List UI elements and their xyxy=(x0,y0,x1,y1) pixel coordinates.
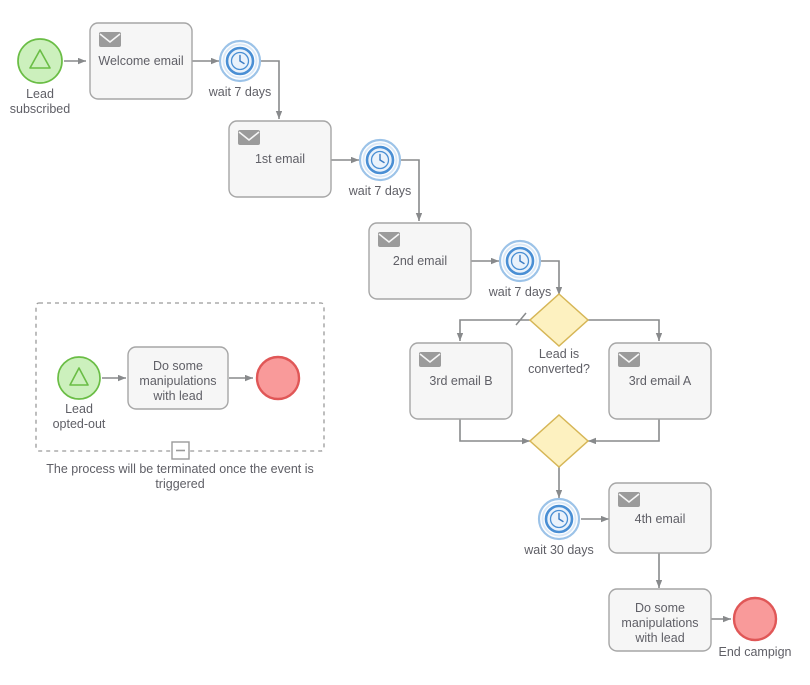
gateway-diamond xyxy=(528,292,590,348)
gateway-diamond xyxy=(528,413,590,469)
task-label: 3rd email B xyxy=(429,374,492,388)
event-subprocess[interactable]: Lead opted-out Do some manipulations wit… xyxy=(35,302,325,491)
minus-marker-icon[interactable] xyxy=(171,441,190,460)
task-do-some-manipulations-main[interactable]: Do some manipulations with lead xyxy=(608,588,712,652)
start-event-lead-subscribed[interactable]: Lead subscribed xyxy=(10,38,70,116)
flow-timer2-to-email2 xyxy=(401,159,423,221)
gateway-merge[interactable] xyxy=(528,413,590,469)
flow-email3a-to-merge xyxy=(588,419,660,445)
task-box xyxy=(127,346,229,410)
clock-icon xyxy=(370,150,390,170)
end-event-label: End campign xyxy=(719,645,792,659)
flow-gateway-to-email3a xyxy=(588,319,663,341)
flow-timer3-to-gateway xyxy=(541,260,563,295)
subprocess-start-event-lead-opted-out[interactable]: Lead opted-out xyxy=(53,356,106,431)
task-welcome-email[interactable]: Welcome email xyxy=(89,22,193,100)
timer-label: wait 7 days xyxy=(348,184,412,198)
clock-icon xyxy=(510,251,530,271)
subprocess-end-event[interactable] xyxy=(255,355,301,401)
task-3rd-email-a[interactable]: 3rd email A xyxy=(608,342,712,420)
subprocess-start-label-line1: Lead xyxy=(65,402,93,416)
timer-event-wait-7-days-2[interactable]: wait 7 days xyxy=(348,138,412,198)
subprocess-start-label-line2: opted-out xyxy=(53,417,106,431)
timer-label: wait 7 days xyxy=(488,285,552,299)
timer-label: wait 7 days xyxy=(208,85,272,99)
task-label-line1: Do some xyxy=(153,359,203,373)
flow-timer1-to-email1 xyxy=(261,60,283,119)
subprocess-task-do-some-manipulations[interactable]: Do some manipulations with lead xyxy=(127,346,229,410)
envelope-icon xyxy=(378,232,400,247)
subprocess-caption-line1: The process will be terminated once the … xyxy=(46,462,314,476)
subprocess-caption-line2: triggered xyxy=(155,477,204,491)
timer-event-wait-7-days-1[interactable]: wait 7 days xyxy=(208,39,272,99)
task-label-line3: with lead xyxy=(634,631,684,645)
gateway-label-line1: Lead is xyxy=(539,347,579,361)
task-label-line2: manipulations xyxy=(139,374,216,388)
task-label: 1st email xyxy=(255,152,305,166)
envelope-icon xyxy=(419,352,441,367)
timer-label: wait 30 days xyxy=(523,543,593,557)
task-label: Welcome email xyxy=(98,54,183,68)
clock-icon xyxy=(230,51,250,71)
flow-gateway-to-email3b xyxy=(456,319,530,341)
start-event-label-line1: Lead xyxy=(26,87,54,101)
task-2nd-email[interactable]: 2nd email xyxy=(368,222,472,300)
default-flow-marker xyxy=(515,312,527,326)
task-label-line3: with lead xyxy=(152,389,202,403)
sequence-flows xyxy=(64,57,731,623)
envelope-icon xyxy=(618,492,640,507)
gateway-lead-is-converted[interactable]: Lead is converted? xyxy=(528,292,590,376)
flow-email3b-to-merge xyxy=(459,419,530,445)
end-event-end-campaign[interactable]: End campign xyxy=(719,596,792,659)
signal-triangle-icon xyxy=(69,367,89,386)
task-1st-email[interactable]: 1st email xyxy=(228,120,332,198)
start-event-label-line2: subscribed xyxy=(10,102,70,116)
envelope-icon xyxy=(99,32,121,47)
timer-event-wait-7-days-3[interactable]: wait 7 days xyxy=(488,239,552,299)
end-event-circle xyxy=(255,355,301,401)
envelope-icon xyxy=(238,130,260,145)
task-3rd-email-b[interactable]: 3rd email B xyxy=(409,342,513,420)
task-label-line2: manipulations xyxy=(621,616,698,630)
task-label-line1: Do some xyxy=(635,601,685,615)
clock-icon xyxy=(549,509,569,529)
task-label: 2nd email xyxy=(393,254,447,268)
task-box xyxy=(608,588,712,652)
task-4th-email[interactable]: 4th email xyxy=(608,482,712,554)
timer-event-wait-30-days[interactable]: wait 30 days xyxy=(523,497,594,557)
task-label: 4th email xyxy=(635,512,686,526)
signal-triangle-icon xyxy=(29,49,51,69)
gateway-label-line2: converted? xyxy=(528,362,590,376)
task-label: 3rd email A xyxy=(629,374,692,388)
envelope-icon xyxy=(618,352,640,367)
end-event-circle xyxy=(732,596,778,642)
